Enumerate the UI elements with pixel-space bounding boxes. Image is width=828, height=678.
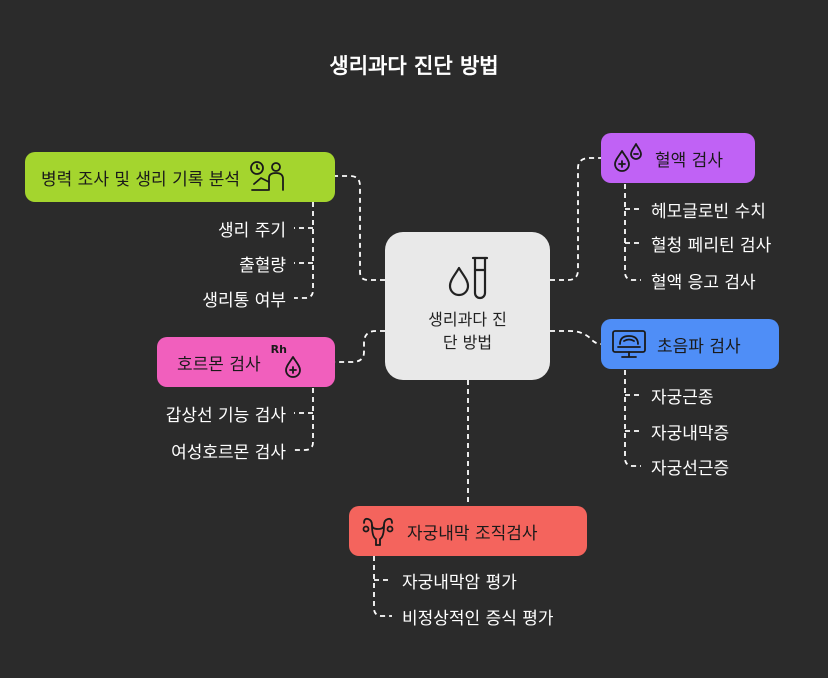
ultrasound-item-adenomyosis: 자궁선근증 bbox=[651, 459, 730, 479]
hormone-icon-text: Rh bbox=[270, 343, 287, 356]
uterus-icon bbox=[361, 514, 395, 548]
ultrasound-monitor-icon bbox=[611, 327, 647, 361]
test-tube-drop-icon bbox=[448, 256, 489, 300]
blood-drops-icon bbox=[611, 141, 645, 175]
blood-node: 혈액 검사 bbox=[601, 133, 755, 183]
hormone-item-female: 여성호르몬 검사 bbox=[171, 443, 286, 463]
blood-label: 혈액 검사 bbox=[655, 150, 723, 171]
hormone-item-thyroid: 갑상선 기능 검사 bbox=[165, 406, 286, 426]
ultrasound-item-endometriosis: 자궁내막증 bbox=[651, 424, 730, 444]
biopsy-label: 자궁내막 조직검사 bbox=[407, 523, 538, 544]
biopsy-item-hyperplasia: 비정상적인 증식 평가 bbox=[402, 609, 554, 629]
history-item-pain: 생리통 여부 bbox=[202, 291, 286, 311]
blood-item-hemoglobin: 헤모글로빈 수치 bbox=[651, 202, 766, 222]
history-item-amount: 출혈량 bbox=[239, 256, 286, 276]
biopsy-item-cancer: 자궁내막암 평가 bbox=[402, 573, 517, 593]
history-item-cycle: 생리 주기 bbox=[218, 221, 286, 241]
center-label-line2: 단 방법 bbox=[442, 333, 493, 352]
ultrasound-node: 초음파 검사 bbox=[601, 319, 779, 369]
blood-item-coagulation: 혈액 응고 검사 bbox=[651, 273, 756, 293]
patient-interview-icon bbox=[248, 160, 286, 194]
page-title: 생리과다 진단 방법 bbox=[329, 54, 499, 78]
ultrasound-item-fibroids: 자궁근종 bbox=[651, 388, 714, 408]
history-node: 병력 조사 및 생리 기록 분석 bbox=[25, 152, 335, 202]
hormone-label: 호르몬 검사 bbox=[177, 354, 261, 375]
center-label-line1: 생리과다 진 bbox=[428, 310, 507, 329]
ultrasound-label: 초음파 검사 bbox=[657, 336, 741, 357]
hormone-node: 호르몬 검사 Rh bbox=[157, 337, 335, 387]
biopsy-node: 자궁내막 조직검사 bbox=[349, 506, 587, 556]
center-label: 생리과다 진 단 방법 bbox=[385, 308, 550, 354]
hormone-drop-icon: Rh bbox=[270, 343, 305, 379]
history-label: 병력 조사 및 생리 기록 분석 bbox=[41, 169, 241, 190]
blood-item-ferritin: 혈청 페리틴 검사 bbox=[651, 236, 772, 256]
center-node: 생리과다 진 단 방법 bbox=[385, 232, 550, 380]
